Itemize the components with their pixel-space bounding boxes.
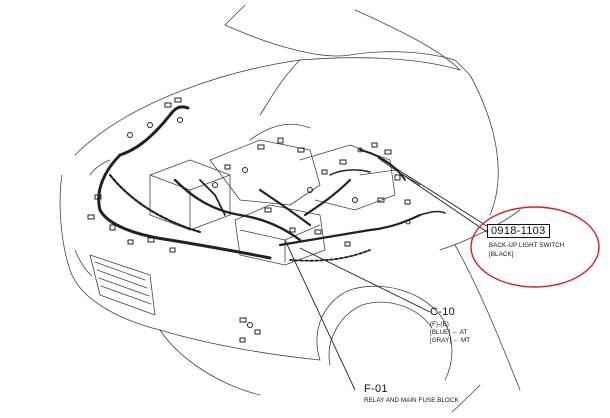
car-body-outline (59, 4, 521, 413)
engine-components (149, 123, 421, 266)
backup-switch-code: 0918-1103 (487, 224, 550, 238)
c10-at-line: [BLUE] ← AT (430, 329, 468, 336)
f01-code: F-01 (364, 383, 388, 395)
c10-pin-note: (F)-(E) (430, 321, 449, 328)
c10-code: C-10 (430, 306, 456, 318)
highlight-circle (470, 206, 600, 288)
c10-mt-line: [GRAY] ← MT (430, 337, 471, 344)
backup-switch-color: [BLACK] (489, 251, 514, 258)
wiring-harness (97, 105, 446, 262)
connector-markers (87, 97, 411, 343)
f01-name: RELAY AND MAIN FUSE BLOCK (364, 397, 459, 404)
backup-switch-name: BACK-UP LIGHT SWITCH (489, 242, 565, 249)
leader-lines (284, 151, 491, 391)
